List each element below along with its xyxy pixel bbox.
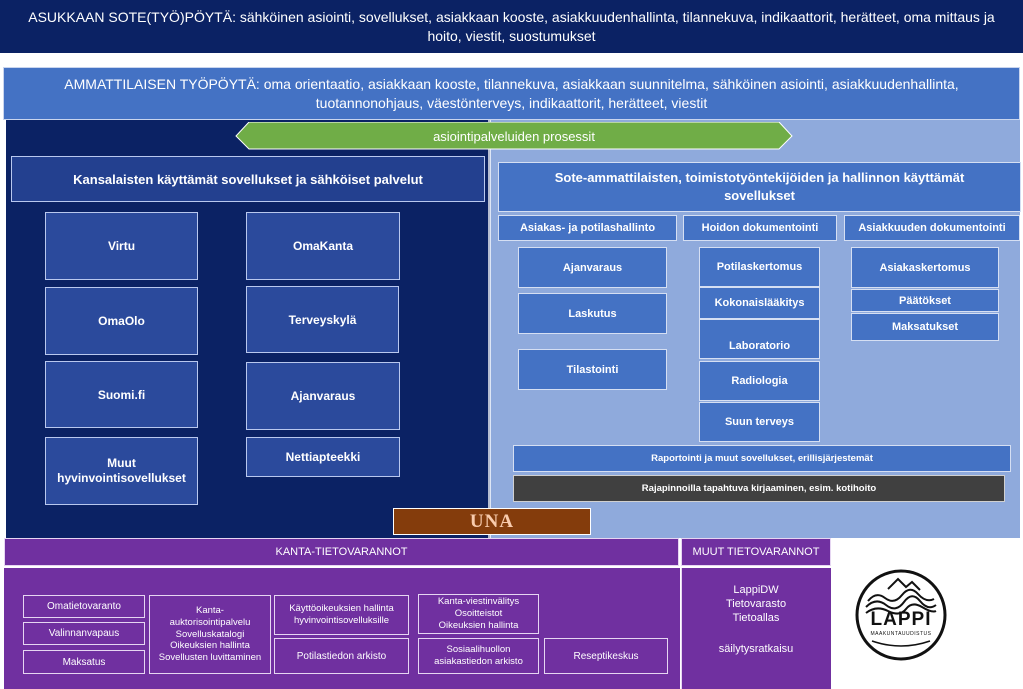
pro-app-maksatukset[interactable]: Maksatukset <box>851 313 999 341</box>
kanta-header: KANTA-TIETOVARANNOT <box>4 538 679 566</box>
panel-divider <box>488 120 491 538</box>
lappi-logo-sub: MAAKUNTAUUDISTUS <box>870 631 932 637</box>
kanta-header-text: KANTA-TIETOVARANNOT <box>275 546 408 558</box>
kanta-maksatus[interactable]: Maksatus <box>23 650 145 674</box>
lappi-logo: LAPPI MAAKUNTAUUDISTUS <box>854 565 948 681</box>
other-stores-header-text: MUUT TIETOVARANNOT <box>692 546 820 558</box>
citizen-app-ajanvaraus[interactable]: Ajanvaraus <box>246 362 400 430</box>
process-arrow-shape <box>235 122 793 150</box>
citizen-app-virtu[interactable]: Virtu <box>45 212 198 280</box>
citizen-app-terveyskyla[interactable]: Terveyskylä <box>246 286 399 353</box>
una-box: UNA <box>393 508 591 535</box>
citizen-app-nettiapteekki[interactable]: Nettiapteekki <box>246 437 400 477</box>
kanta-viestinvalitys[interactable]: Kanta-viestinvälitys Osoitteistot Oikeuk… <box>418 594 539 634</box>
kanta-reseptikeskus[interactable]: Reseptikeskus <box>544 638 668 674</box>
lappi-logo-name: LAPPI <box>870 609 932 630</box>
professional-desktop-banner: AMMATTILAISEN TYÖPÖYTÄ: oma orientaatio,… <box>3 67 1020 120</box>
pro-app-potilaskertomus[interactable]: Potilaskertomus <box>699 247 820 287</box>
pro-app-laboratorio[interactable]: Laboratorio <box>699 319 820 359</box>
pro-app-radiologia[interactable]: Radiologia <box>699 361 820 401</box>
kanta-potilastiedon-arkisto[interactable]: Potilastiedon arkisto <box>274 638 409 674</box>
reporting-bar[interactable]: Raportointi ja muut sovellukset, erillis… <box>513 445 1011 472</box>
pro-app-tilastointi[interactable]: Tilastointi <box>518 349 667 390</box>
kanta-sosiaalihuollon-arkisto[interactable]: Sosiaalihuollon asiakastiedon arkisto <box>418 638 539 674</box>
column-header-patient-admin: Asiakas- ja potilashallinto <box>498 215 677 241</box>
pro-app-suun-terveys[interactable]: Suun terveys <box>699 402 820 442</box>
column-header-client-documentation: Asiakkuuden dokumentointi <box>844 215 1020 241</box>
other-stores-lappidw: LappiDW Tietovarasto Tietoallas <box>725 584 787 624</box>
citizen-app-omakanta[interactable]: OmaKanta <box>246 212 400 280</box>
citizens-title: Kansalaisten käyttämät sovellukset ja sä… <box>11 156 485 202</box>
other-stores-panel <box>681 568 831 689</box>
lappi-logo-emblem <box>855 569 947 661</box>
pro-app-asiakaskertomus[interactable]: Asiakaskertomus <box>851 247 999 288</box>
kanta-auktorisointipalvelu[interactable]: Kanta- auktorisointipalvelu Sovelluskata… <box>149 595 271 674</box>
citizen-app-other-wellbeing[interactable]: Muut hyvinvointisovellukset <box>45 437 198 505</box>
kanta-kayttooikeuksien-hallinta[interactable]: Käyttöoikeuksien hallinta hyvinvointisov… <box>274 595 409 635</box>
resident-desktop-text: ASUKKAAN SOTE(TYÖ)PÖYTÄ: sähköinen asioi… <box>28 8 995 44</box>
citizens-title-text: Kansalaisten käyttämät sovellukset ja sä… <box>73 171 423 187</box>
professional-desktop-text: AMMATTILAISEN TYÖPÖYTÄ: oma orientaatio,… <box>64 75 959 111</box>
kanta-valinnanvapaus[interactable]: Valinnanvapaus <box>23 622 145 645</box>
other-stores-header: MUUT TIETOVARANNOT <box>681 538 831 566</box>
pro-app-laskutus[interactable]: Laskutus <box>518 293 667 334</box>
other-stores-sailytysratkaisu: säilytysratkaisu <box>718 643 794 655</box>
professionals-title: Sote-ammattilaisten, toimistotyöntekijöi… <box>498 162 1021 212</box>
professionals-title-text: Sote-ammattilaisten, toimistotyöntekijöi… <box>554 170 965 203</box>
citizen-app-suomifi[interactable]: Suomi.fi <box>45 361 198 428</box>
resident-desktop-banner: ASUKKAAN SOTE(TYÖ)PÖYTÄ: sähköinen asioi… <box>0 0 1023 53</box>
interface-recording-bar[interactable]: Rajapinnoilla tapahtuva kirjaaminen, esi… <box>513 475 1005 502</box>
kanta-omatietovaranto[interactable]: Omatietovaranto <box>23 595 145 618</box>
process-arrow-label: asiointipalveluiden prosessit <box>235 122 793 150</box>
pro-app-ajanvaraus[interactable]: Ajanvaraus <box>518 247 667 288</box>
column-header-care-documentation: Hoidon dokumentointi <box>683 215 837 241</box>
process-arrow-text: asiointipalveluiden prosessit <box>433 128 595 144</box>
pro-app-paatokset[interactable]: Päätökset <box>851 289 999 312</box>
citizen-app-omaolo[interactable]: OmaOlo <box>45 287 198 355</box>
una-text: UNA <box>469 510 515 532</box>
pro-app-kokonaislaakitys[interactable]: Kokonaislääkitys <box>699 287 820 319</box>
